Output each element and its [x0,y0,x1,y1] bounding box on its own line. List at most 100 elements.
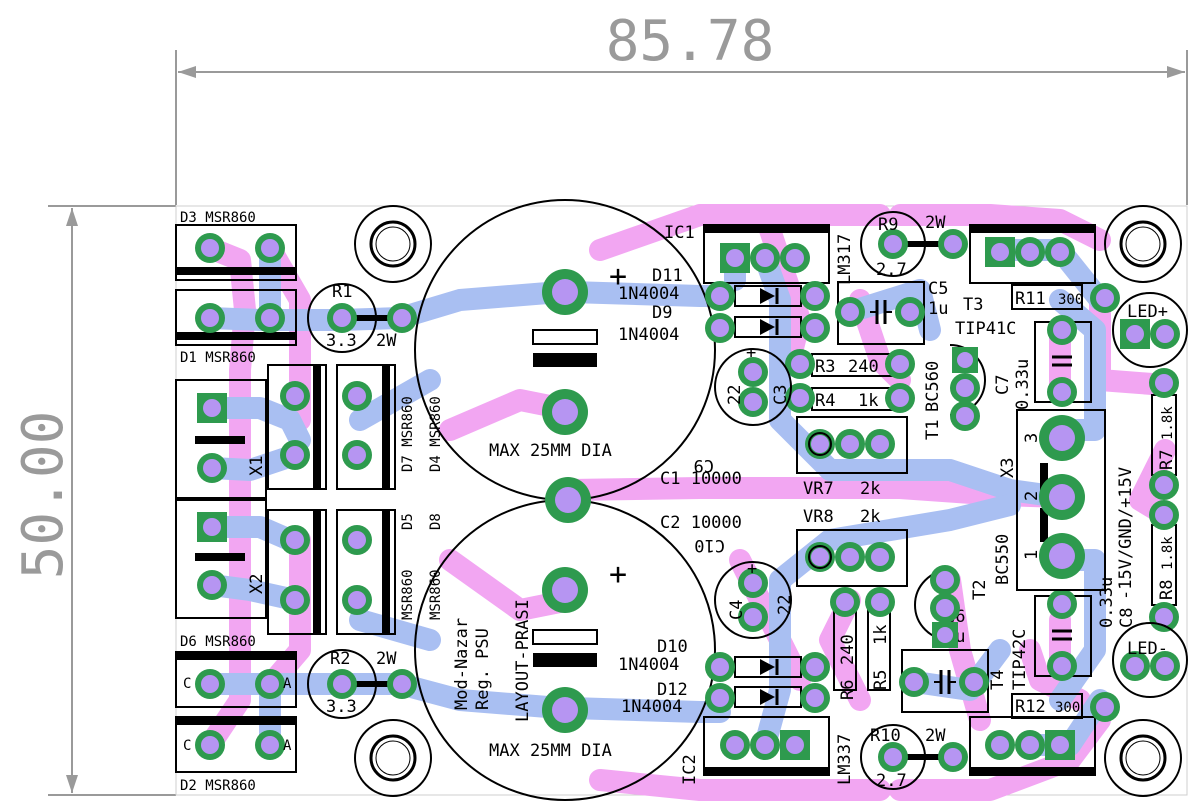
svg-text:X2: X2 [247,574,267,594]
diode-d2: D2 MSR860 C A [175,716,297,794]
svg-text:-15V/GND/+15V: -15V/GND/+15V [1116,467,1136,600]
svg-text:C7: C7 [993,375,1013,395]
svg-text:R6: R6 [838,680,858,700]
svg-text:240: 240 [838,634,858,665]
svg-text:C: C [183,676,191,692]
svg-text:T3: T3 [963,295,983,315]
svg-text:D7 MSR860: D7 MSR860 [400,396,416,472]
svg-text:C3: C3 [771,385,791,405]
transistor-t1: T1 BC560 [923,344,986,440]
svg-text:T1: T1 [923,420,943,440]
board-title-line2: Reg. PSU [473,628,493,710]
diode-d1: D1 MSR860 [175,289,297,366]
svg-text:R1: R1 [332,282,352,302]
transistor-t2: T2 BC550 [914,534,1013,648]
svg-text:2k: 2k [860,507,880,527]
resistor-r1: R1 3.3 2W [307,282,417,353]
svg-text:LM317: LM317 [835,234,855,285]
svg-text:D6 MSR860: D6 MSR860 [180,634,256,650]
diode-d4: D4 MSR860 [336,364,444,490]
c2-pad-minus [542,687,588,733]
svg-text:1k: 1k [871,625,891,645]
c2-size-note: MAX 25MM DIA [489,741,612,761]
diode-d11: D11 1N4004 [618,266,830,311]
diode-d8: D8 MSR860 [336,509,444,635]
svg-text:D8: D8 [428,513,444,530]
c1-label: C1 10000 [660,469,742,489]
c2-plus-mark: + [609,557,627,592]
svg-text:D9: D9 [652,303,672,323]
led-plus: LED+ [1112,292,1188,368]
svg-text:2W: 2W [376,649,397,669]
dimension-vertical [48,205,176,796]
capacitor-c5: C5 1u [835,279,948,345]
resistor-r2: R2 2W 3.3 [307,649,417,719]
svg-text:TIP41C: TIP41C [955,319,1016,339]
dimension-width-label: 85.78 [606,9,775,74]
svg-text:240: 240 [848,357,879,377]
svg-text:D10: D10 [657,637,688,657]
svg-text:R10: R10 [870,726,901,746]
diode-d5: D5 MSR860 [267,509,416,635]
svg-text:X1: X1 [247,456,267,476]
svg-text:A: A [283,676,292,692]
c1-plus-mark: + [609,259,627,294]
led-minus: LED- [1112,622,1188,698]
svg-text:1k: 1k [858,391,878,411]
resistor-r12: R12 300 [1011,692,1120,722]
svg-text:TIP42C: TIP42C [1010,629,1030,690]
c2-label: C2 10000 [660,513,742,533]
svg-text:IC2: IC2 [680,754,700,785]
board-title-line1: Mod-Nazar [452,618,472,710]
regulator-ic2: IC2 LM337 [680,716,855,785]
diode-d9: D9 1N4004 [618,303,830,345]
capacitor-c7: C7 0.33u [993,315,1092,410]
svg-text:R7: R7 [1157,450,1177,470]
c1-size-note: MAX 25MM DIA [489,441,612,461]
c1-pad-plus [542,269,588,315]
diode-d3: D3 MSR860 [175,210,297,281]
svg-text:VR8: VR8 [803,507,834,527]
svg-text:C4: C4 [727,600,747,620]
svg-text:R8: R8 [1157,580,1177,600]
resistor-r8: R8 1.8k [1149,500,1179,632]
resistor-r7: R7 1.8k [1149,368,1179,500]
connector-x2: X2 [175,499,267,619]
svg-text:R4: R4 [815,391,835,411]
svg-text:R3: R3 [815,357,835,377]
common-ground-pad [545,477,591,523]
svg-text:2.7: 2.7 [876,771,907,791]
svg-text:MSR860: MSR860 [400,569,416,620]
svg-text:0.33u: 0.33u [1013,359,1033,410]
svg-text:2W: 2W [925,213,946,233]
svg-text:D1 MSR860: D1 MSR860 [180,350,256,366]
svg-text:300: 300 [1055,700,1080,716]
svg-text:R12: R12 [1015,697,1046,717]
resistor-r3: R3 240 [785,349,915,379]
svg-text:R9: R9 [878,215,898,235]
diode-d10: D10 1N4004 [618,637,830,682]
transistor-t4: T4 TIP42C [969,629,1096,776]
svg-text:3.3: 3.3 [326,331,357,351]
resistor-r11: R11 300 [1011,283,1120,313]
svg-text:C8: C8 [1117,608,1137,628]
svg-text:2.7: 2.7 [876,260,907,280]
c10-label-mirrored: C10 [694,535,725,555]
dimension-horizontal [175,50,1188,205]
trimmer-vr7: VR7 2k [796,416,908,499]
svg-text:LED+: LED+ [1127,302,1168,322]
svg-text:D3 MSR860: D3 MSR860 [180,210,256,226]
resistor-r5: R5 1k [865,587,895,691]
capacitor-c3: + 22 C3 [714,343,792,426]
svg-text:C5: C5 [928,279,948,299]
resistor-r10: R10 2W 2.7 [860,724,968,791]
svg-text:3.3: 3.3 [326,697,357,717]
svg-text:3: 3 [1022,433,1042,443]
svg-text:X3: X3 [998,458,1018,478]
svg-text:BC550: BC550 [993,534,1013,585]
svg-text:D4 MSR860: D4 MSR860 [428,396,444,472]
svg-text:D11: D11 [652,266,683,286]
mount-hole-bottom-left [353,718,433,798]
svg-text:R5: R5 [871,670,891,690]
board-title-line3: LAYOUT-PRASI [513,599,533,722]
